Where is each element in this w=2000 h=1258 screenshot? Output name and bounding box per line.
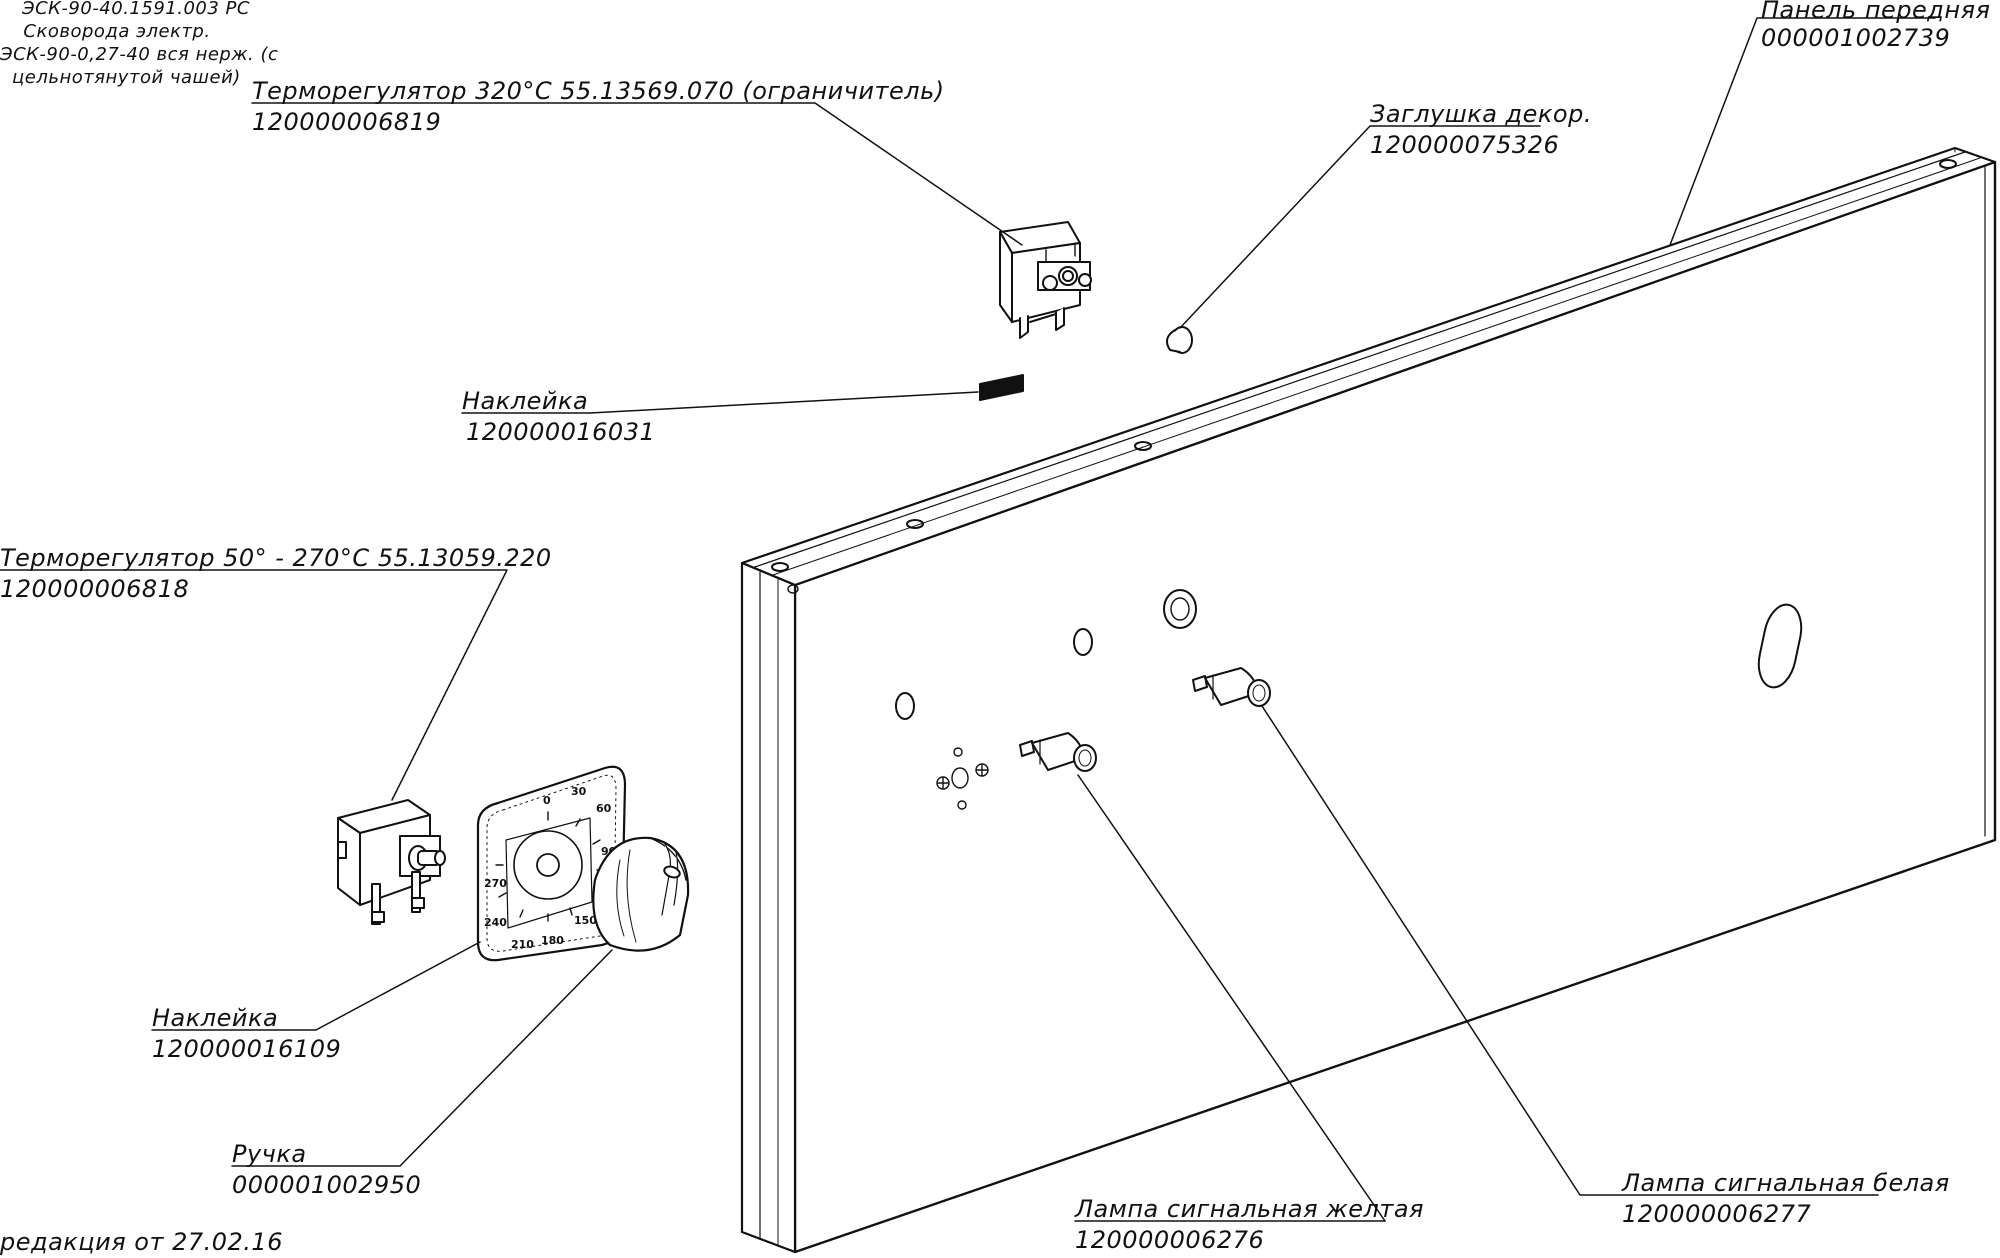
revision-note: редакция от 27.02.16 — [0, 1228, 283, 1256]
dial-scale-mark: 0 — [543, 794, 551, 807]
label-lamp-white-name: Лампа сигнальная белая — [1622, 1169, 1950, 1197]
dial-sticker: 0 30 60 90 150 180 210 240 270 — [476, 765, 627, 962]
lamp-white — [1192, 667, 1271, 707]
knob — [592, 836, 690, 952]
label-knob-name: Ручка — [232, 1140, 307, 1168]
dial-scale-mark: 180 — [541, 934, 564, 947]
front-panel — [740, 146, 1997, 1254]
dial-scale-mark: 30 — [571, 785, 587, 798]
face-hole-plugged — [1163, 589, 1197, 629]
oval-slot — [1757, 603, 1803, 689]
doc-header-line: ЭСК-90-40.1591.003 РС — [22, 0, 250, 19]
thermostat-limiter — [999, 221, 1092, 339]
doc-header-line: ЭСК-90-0,27-40 вся нерж. (с — [0, 44, 279, 65]
label-thermostat-limiter-code: 120000006819 — [252, 108, 442, 136]
label-sticker-dial-name: Наклейка — [152, 1004, 279, 1032]
dial-scale-mark: 210 — [511, 938, 534, 951]
sticker-net-badge: СЕТЬ — [986, 204, 1023, 225]
face-hole — [1073, 628, 1093, 656]
flange-hole — [1134, 441, 1152, 451]
label-front-panel-name: Панель передняя — [1761, 0, 1991, 24]
face-hole-plugged-inner — [1170, 597, 1190, 621]
label-thermostat-main-name: Терморегулятор 50° - 270°С 55.13059.220 — [0, 544, 552, 572]
doc-header-line: цельнотянутой чашей) — [12, 67, 241, 88]
label-knob-code: 000001002950 — [232, 1171, 422, 1199]
thermostat-main — [337, 799, 446, 925]
flange-hole — [906, 519, 924, 529]
dial-scale-mark: 240 — [484, 916, 507, 929]
lamp-yellow — [1019, 732, 1097, 772]
label-sticker-net-code: 120000016031 — [466, 418, 656, 446]
label-lamp-white-code: 120000006277 — [1622, 1200, 1812, 1228]
decor-plug — [1165, 326, 1193, 354]
label-decor-plug-name: Заглушка декор. — [1370, 100, 1592, 128]
label-lamp-yellow-code: 120000006276 — [1075, 1226, 1265, 1254]
thermostat-mount-holes — [936, 747, 989, 810]
front-panel-left-side — [740, 561, 797, 1254]
leader-lines — [0, 17, 1936, 1222]
doc-header-line: Сковорода электр. — [23, 21, 211, 42]
face-hole — [895, 692, 915, 720]
corner-hole — [787, 584, 799, 594]
label-thermostat-limiter-name: Терморегулятор 320°С 55.13569.070 (огран… — [252, 77, 945, 105]
dial-scale-mark: 150 — [574, 914, 597, 927]
label-lamp-yellow-name: Лампа сигнальная желтая — [1075, 1195, 1424, 1223]
dial-scale-mark: 60 — [596, 802, 612, 815]
dial-scale-mark: 270 — [484, 877, 507, 890]
dial-scale: 0 30 60 90 150 180 210 240 270 — [484, 785, 617, 951]
flange-hole — [1939, 159, 1957, 169]
label-decor-plug-code: 120000075326 — [1370, 131, 1560, 159]
label-sticker-dial-code: 120000016109 — [152, 1035, 342, 1063]
label-thermostat-main-code: 120000006818 — [0, 575, 190, 603]
label-sticker-net-name: Наклейка — [462, 387, 589, 415]
front-panel-face — [793, 160, 1997, 1254]
label-front-panel-code: 000001002739 — [1761, 24, 1951, 52]
sticker-net: СЕТЬ — [979, 204, 1024, 401]
flange-hole — [771, 562, 789, 572]
